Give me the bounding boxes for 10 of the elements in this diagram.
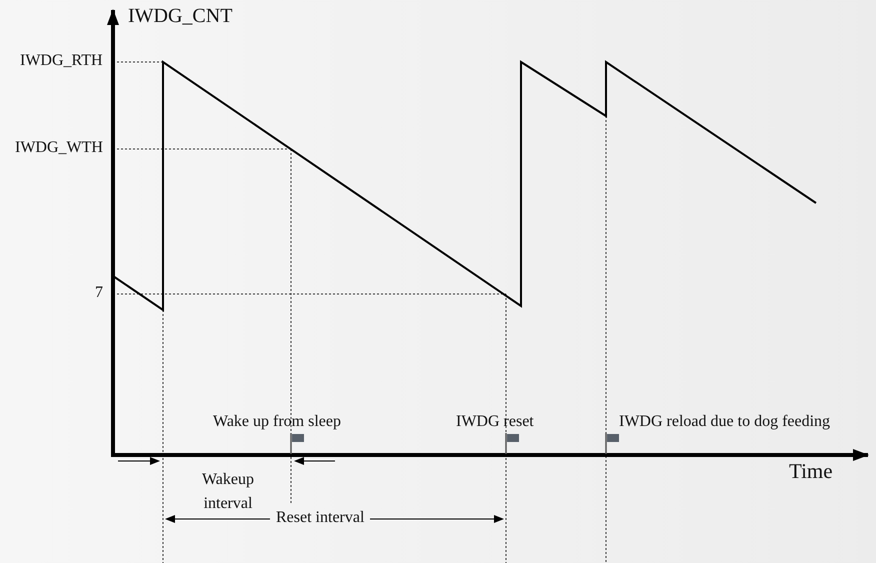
event-label: IWDG reload due to dog feeding	[619, 412, 830, 432]
interval-label: Reset interval	[276, 508, 364, 528]
axis-title: IWDG_CNT	[128, 4, 232, 28]
interval-label: Wakeup interval	[200, 470, 256, 514]
threshold-label: IWDG_WTH	[15, 138, 103, 158]
tick-label: 7	[95, 283, 103, 302]
threshold-label: IWDG_RTH	[20, 51, 103, 70]
event-label: Wake up from sleep	[213, 412, 341, 432]
axis-title: Time	[789, 459, 833, 484]
event-label: IWDG reset	[456, 412, 534, 432]
